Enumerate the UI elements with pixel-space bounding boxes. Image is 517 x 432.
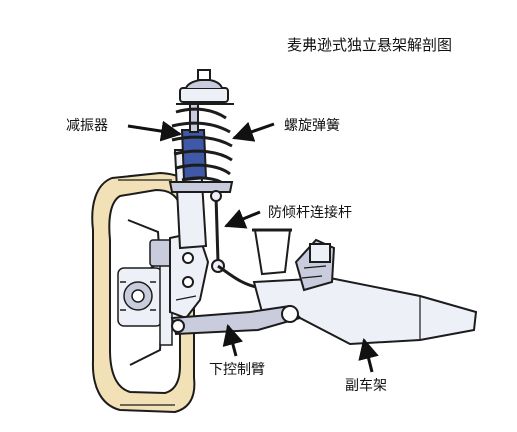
coil-spring [171,107,233,186]
engine-mount [252,228,336,292]
top-mount [168,69,234,193]
arrow-subframe [358,337,379,373]
arrow-coil-spring [232,121,275,142]
hub-bolts [120,281,156,311]
diagram-title: 麦弗逊式独立悬架解剖图 [287,36,453,54]
arrow-stabilizer-link [224,209,261,229]
label-shock-absorber: 减振器 [66,118,108,134]
leader-arrows [127,120,379,373]
hub-center [131,289,145,303]
arrow-lower-control-arm [222,323,244,357]
label-lower-control-arm: 下控制臂 [209,362,265,378]
stabilizer-link [210,190,263,290]
label-subframe: 副车架 [345,378,387,394]
label-stabilizer-link: 防倾杆连接杆 [268,205,352,221]
label-coil-spring: 螺旋弹簧 [284,118,340,134]
lower-control-arm [170,304,302,336]
strut [173,91,208,250]
arrow-shock-absorber [127,120,183,142]
